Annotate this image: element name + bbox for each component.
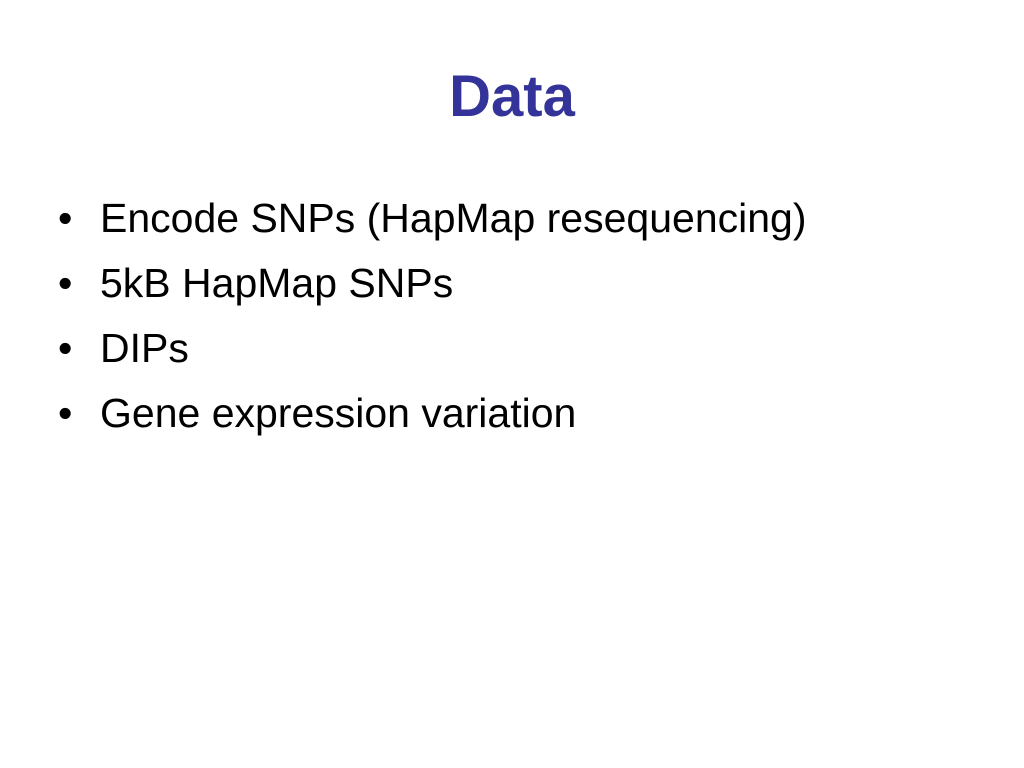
bullet-dot-icon: • — [58, 325, 73, 371]
slide-title: Data — [449, 64, 575, 129]
bullet-text: 5kB HapMap SNPs — [100, 260, 454, 306]
bullet-dot-icon: • — [58, 390, 73, 436]
bullet-dot-icon: • — [58, 260, 73, 306]
bullet-item: • Encode SNPs (HapMap resequencing) — [58, 186, 978, 251]
bullet-text: Encode SNPs (HapMap resequencing) — [100, 195, 807, 241]
bullet-item: • 5kB HapMap SNPs — [58, 251, 978, 316]
bullet-list: • Encode SNPs (HapMap resequencing) • 5k… — [58, 186, 978, 446]
bullet-dot-icon: • — [58, 195, 73, 241]
bullet-item: • DIPs — [58, 316, 978, 381]
bullet-text: DIPs — [100, 325, 189, 371]
bullet-text: Gene expression variation — [100, 390, 577, 436]
bullet-item: • Gene expression variation — [58, 381, 978, 446]
